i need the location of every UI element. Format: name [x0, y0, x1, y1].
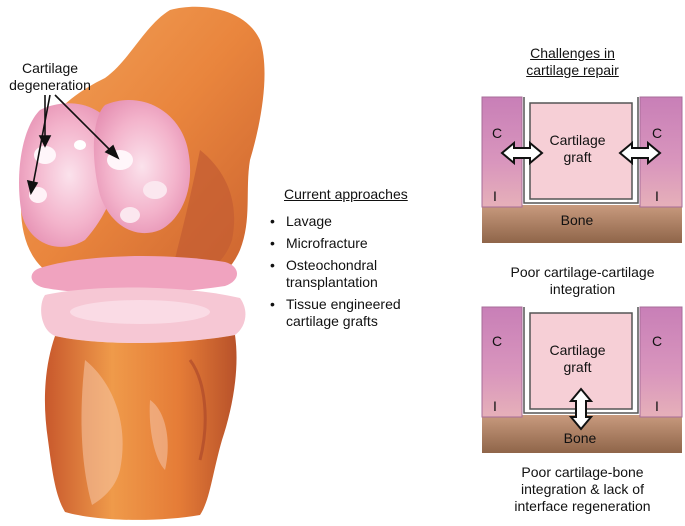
- cartilage-graft: [529, 102, 633, 200]
- caption-line: interface regeneration: [514, 498, 651, 514]
- title-line: Challenges in: [530, 45, 615, 61]
- i-label: I: [493, 188, 497, 204]
- caption-line: integration & lack of: [521, 481, 644, 497]
- approach-item: Osteochondral transplantation: [268, 257, 421, 291]
- c-label: C: [651, 125, 663, 141]
- i-label: I: [655, 398, 659, 414]
- graft-line: graft: [563, 149, 592, 165]
- femur-shadow: [170, 150, 235, 279]
- caption-line: Poor cartilage-cartilage: [510, 264, 655, 280]
- diagram-cartilage-cartilage: [481, 96, 683, 243]
- caption-cartilage-cartilage: Poor cartilage-cartilage integration: [480, 264, 685, 298]
- graft-line: graft: [563, 359, 592, 375]
- title-line: cartilage repair: [526, 62, 619, 78]
- current-approaches: Current approaches Lavage Microfracture …: [268, 186, 438, 335]
- knee-illustration: [19, 6, 265, 520]
- cartilage-degeneration-label: Cartilage degeneration: [0, 60, 100, 94]
- tibia: [44, 335, 237, 520]
- label-line: Cartilage: [21, 60, 79, 76]
- caption-line: Poor cartilage-bone: [521, 464, 644, 480]
- lesion: [29, 187, 47, 203]
- tibia-marking: [188, 359, 207, 461]
- c-label: C: [491, 125, 503, 141]
- approach-item: Lavage: [268, 213, 438, 230]
- host-cartilage-right: [639, 306, 683, 418]
- lesion: [74, 140, 86, 150]
- caption-line: integration: [549, 281, 616, 297]
- integration-arrow-left: [500, 140, 544, 166]
- bone-layer: [482, 205, 682, 243]
- bone-label: Bone: [560, 212, 594, 228]
- meniscus: [31, 256, 238, 294]
- integration-arrow-right: [618, 140, 662, 166]
- graft-line: Cartilage: [549, 342, 606, 358]
- i-label: I: [493, 398, 497, 414]
- challenges-title: Challenges in cartilage repair: [505, 45, 640, 79]
- c-label: C: [651, 333, 663, 349]
- graft-line: Cartilage: [549, 132, 606, 148]
- caption-cartilage-bone: Poor cartilage-bone integration & lack o…: [480, 464, 685, 515]
- bone-label: Bone: [563, 430, 597, 446]
- graft-label: Cartilage graft: [535, 342, 620, 376]
- c-label: C: [491, 333, 503, 349]
- approaches-list: Lavage Microfracture Osteochondral trans…: [268, 213, 438, 330]
- tibia-marking: [149, 400, 168, 470]
- label-line: degeneration: [9, 77, 91, 93]
- diagram-cartilage-bone: [481, 306, 683, 453]
- graft-label: Cartilage graft: [535, 132, 620, 166]
- lesion: [120, 207, 140, 223]
- condyle-cartilage-right: [93, 100, 191, 234]
- host-cartilage-left: [481, 306, 523, 418]
- approach-item: Microfracture: [268, 235, 438, 252]
- lesion: [143, 181, 167, 199]
- i-label: I: [655, 188, 659, 204]
- tibia-marking: [81, 360, 123, 505]
- approaches-title: Current approaches: [284, 186, 408, 202]
- tibia-cartilage-highlight: [70, 300, 210, 324]
- integration-arrow-vertical: [568, 387, 594, 431]
- approach-item: Tissue engineered cartilage grafts: [268, 296, 436, 330]
- degeneration-arrows: [26, 94, 120, 196]
